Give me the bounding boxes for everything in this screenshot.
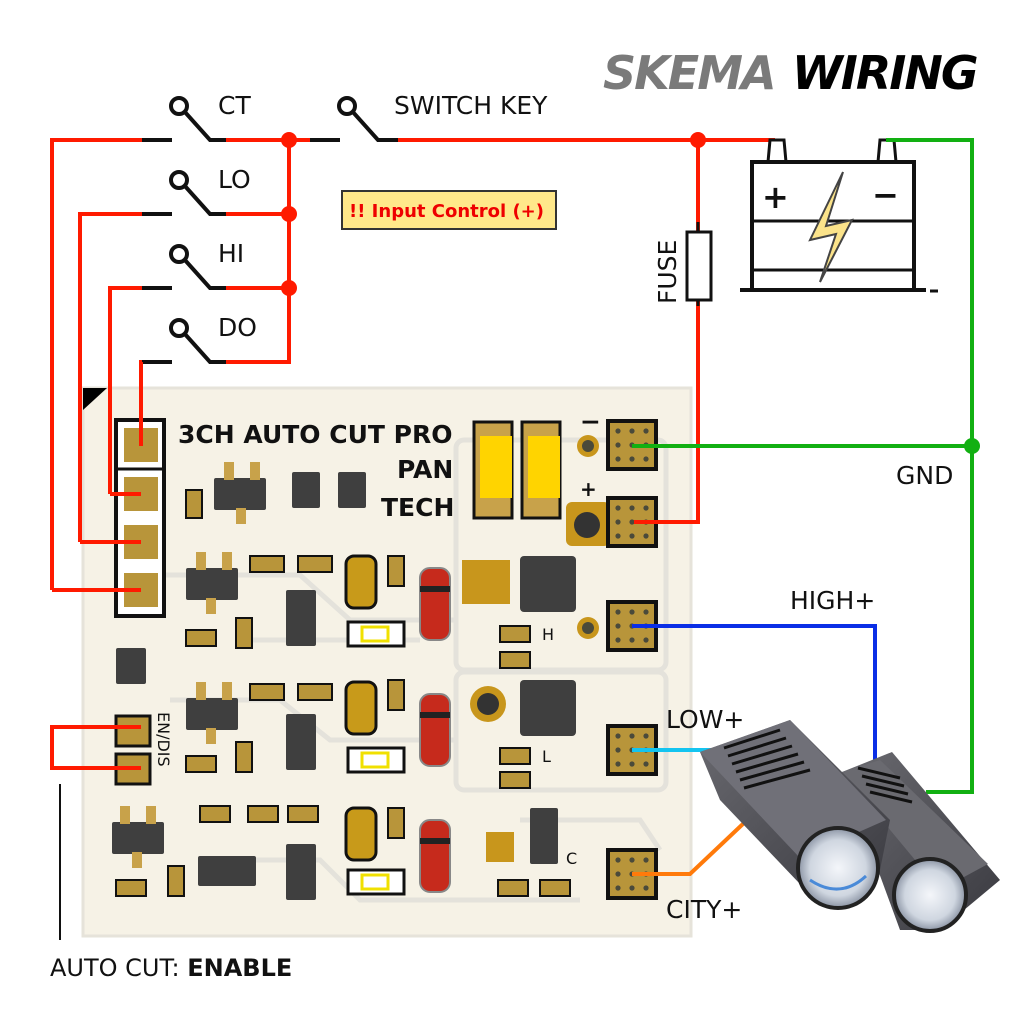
fuse-label: FUSE xyxy=(653,240,682,304)
battery: + − xyxy=(740,138,938,293)
terminal-pin-dot xyxy=(615,456,621,462)
terminal-pin-dot xyxy=(615,533,621,539)
terminal-pin-dot xyxy=(615,609,621,615)
terminal-pin-dot xyxy=(643,733,649,739)
input-control-note: !! Input Control (+) xyxy=(341,190,557,230)
channel-label-c: C xyxy=(566,849,577,868)
terminal-pin-dot xyxy=(643,533,649,539)
terminal-pin-dot xyxy=(629,885,635,891)
terminal-pin-dot xyxy=(629,533,635,539)
terminal-pin-dot xyxy=(615,871,621,877)
high-wire xyxy=(632,624,877,764)
power-plus-label: + xyxy=(580,477,597,501)
high-label: HIGH+ xyxy=(790,586,875,615)
battery-plus: + xyxy=(762,178,789,216)
switch-hi[interactable] xyxy=(142,244,226,290)
pcb-corner-marker xyxy=(83,388,107,410)
lightning-icon xyxy=(808,171,854,283)
capacitors xyxy=(344,554,406,896)
terminal-pin-dot xyxy=(615,857,621,863)
terminal-pin-dot xyxy=(615,885,621,891)
resistors xyxy=(115,489,571,897)
auto-cut-status: AUTO CUT: ENABLE xyxy=(50,954,292,982)
positive-junctions xyxy=(281,132,706,296)
terminal-pin-dot xyxy=(615,505,621,511)
pcb-title-line2: PAN xyxy=(397,455,453,484)
terminal-pin-dot xyxy=(629,857,635,863)
mosfets xyxy=(462,556,576,862)
switch-label-key: SWITCH KEY xyxy=(394,91,548,120)
battery-minus: − xyxy=(872,176,899,214)
pcb-title-line3: TECH xyxy=(381,493,454,522)
terminal-pin-dot xyxy=(615,637,621,643)
terminal-pin-dot xyxy=(643,609,649,615)
sot23-components xyxy=(112,462,266,868)
terminal-pin-dot xyxy=(615,428,621,434)
projector-lamp-right xyxy=(842,752,1000,933)
terminal-pin-dot xyxy=(629,637,635,643)
switch-label-hi: HI xyxy=(218,239,244,268)
terminal-pin-dot xyxy=(629,761,635,767)
power-minus-label: − xyxy=(580,407,601,436)
city-wire xyxy=(632,820,747,876)
terminal-pin-dot xyxy=(615,442,621,448)
terminal-pin-dot xyxy=(615,519,621,525)
auto-cut-prefix: AUTO CUT: xyxy=(50,954,187,982)
terminal-pin-dot xyxy=(643,857,649,863)
en-dis-label: EN/DIS xyxy=(154,712,173,767)
switch-group xyxy=(142,96,398,364)
terminal-pin-dot xyxy=(629,733,635,739)
positive-wires xyxy=(50,138,775,770)
terminal-pin-dot xyxy=(629,609,635,615)
pcb-board: 3CH AUTO CUT PRO PAN TECH EN/DIS xyxy=(81,386,693,938)
terminal-pin-dot xyxy=(629,428,635,434)
glass-diodes xyxy=(419,567,451,893)
ground-junction xyxy=(964,438,980,454)
input-connector xyxy=(114,418,166,618)
title-wiring: WIRING xyxy=(792,46,977,100)
low-label: LOW+ xyxy=(666,705,744,734)
title-skema: SKEMA xyxy=(603,46,775,100)
ground-wires xyxy=(632,138,974,794)
fuse: FUSE xyxy=(653,222,713,306)
terminal-pin-dot xyxy=(643,761,649,767)
switch-label-ct: CT xyxy=(218,91,251,120)
terminal-pin-dot xyxy=(615,761,621,767)
switch-label-lo: LO xyxy=(218,165,251,194)
terminal-pin-dot xyxy=(643,885,649,891)
terminal-pin-dot xyxy=(629,505,635,511)
switch-lo[interactable] xyxy=(142,170,226,216)
terminal-pin-dot xyxy=(643,637,649,643)
bulk-capacitors xyxy=(472,420,562,520)
terminal-pin-dot xyxy=(643,456,649,462)
terminal-pin-dot xyxy=(629,519,635,525)
switch-key[interactable] xyxy=(310,96,398,142)
switch-do[interactable] xyxy=(142,318,226,364)
projector-lamp-left xyxy=(700,720,890,910)
channel-label-h: H xyxy=(542,625,554,644)
gnd-label: GND xyxy=(896,461,953,490)
switch-label-do: DO xyxy=(218,313,257,342)
pcb-title-line1: 3CH AUTO CUT PRO xyxy=(178,420,453,449)
auto-cut-value: ENABLE xyxy=(187,954,292,982)
terminal-pin-dot xyxy=(615,747,621,753)
small-diodes xyxy=(116,472,558,900)
terminal-pin-dot xyxy=(643,505,649,511)
terminal-pin-dot xyxy=(615,733,621,739)
switch-ct[interactable] xyxy=(142,96,226,142)
terminal-pin-dot xyxy=(643,428,649,434)
terminal-pin-dot xyxy=(615,623,621,629)
terminal-pin-dot xyxy=(629,456,635,462)
note-text: !! Input Control (+) xyxy=(349,201,544,222)
channel-label-l: L xyxy=(542,747,551,766)
diagram-title: SKEMA WIRING xyxy=(603,46,979,100)
city-label: CITY+ xyxy=(666,895,742,924)
